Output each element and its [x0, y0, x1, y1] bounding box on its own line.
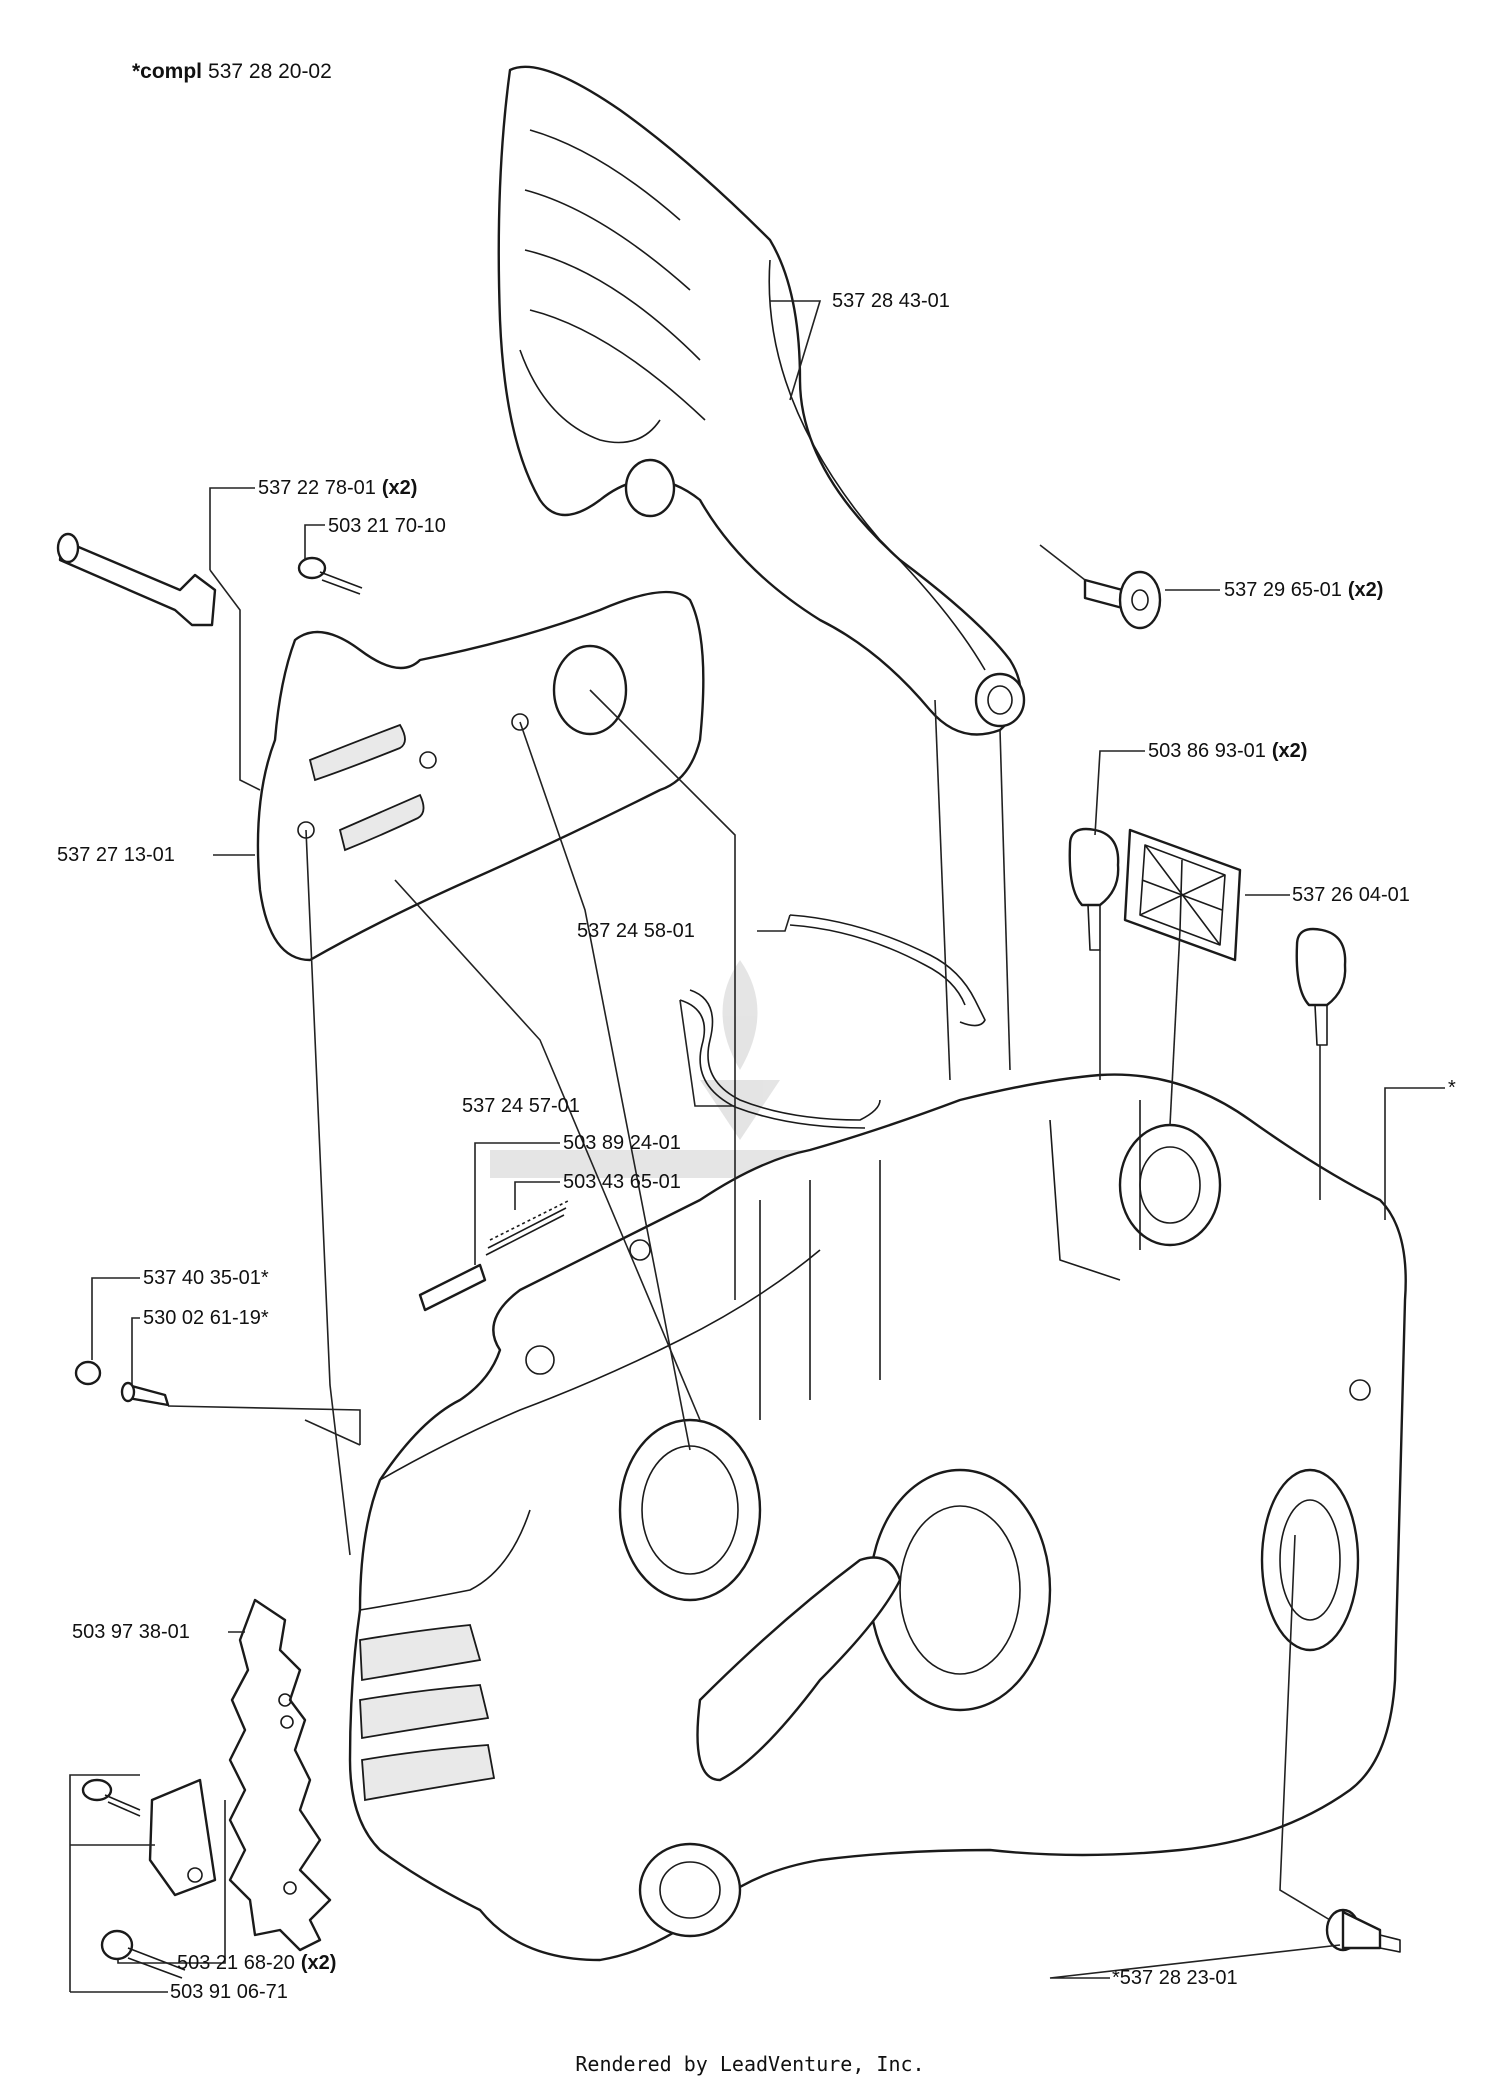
guard-part — [497, 65, 1026, 736]
stud-part — [1325, 1908, 1401, 1953]
filter-part — [1123, 828, 1242, 962]
part-label-damper: 503 86 93-01(x2) — [1148, 740, 1307, 762]
part-number: 537 28 43-01 — [832, 290, 950, 312]
part-number: 530 02 61-19* — [143, 1307, 269, 1329]
part-label-gasket-1: 537 24 58-01 — [577, 920, 695, 942]
part-number: * — [1448, 1077, 1456, 1099]
nut-needle-parts — [74, 1360, 170, 1407]
bar-bolt-part — [56, 532, 217, 627]
part-number: 503 91 06-71 — [170, 1981, 288, 2003]
part-label-needle: 530 02 61-19* — [143, 1307, 269, 1329]
part-label-screw-1: 503 21 70-10 — [328, 515, 446, 537]
part-number: 503 89 24-01 — [563, 1132, 681, 1154]
part-qty: (x2) — [300, 1952, 337, 1974]
part-number: 537 27 13-01 — [57, 844, 175, 866]
part-number: 537 26 04-01 — [1292, 884, 1410, 906]
part-label-nut: 537 40 35-01* — [143, 1267, 269, 1289]
bar-plate-part — [256, 590, 705, 962]
part-number: 503 97 38-01 — [72, 1621, 190, 1643]
pawl-spring-parts — [418, 1199, 571, 1312]
part-label-screw-2: 503 21 68-20(x2) — [177, 1952, 336, 1974]
assembly-number: 537 28 20-02 — [208, 60, 332, 83]
catcher-part — [148, 1778, 217, 1897]
part-number: 503 86 93-01 — [1148, 740, 1266, 762]
screw-1-part — [297, 556, 363, 595]
part-number: 537 24 57-01 — [462, 1095, 580, 1117]
part-number: 537 29 65-01 — [1224, 579, 1342, 601]
part-number: 503 43 65-01 — [563, 1171, 681, 1193]
part-qty: (x2) — [1271, 740, 1308, 762]
part-qty: (x2) — [1347, 579, 1384, 601]
part-label-filter: 537 26 04-01 — [1292, 884, 1410, 906]
spike-part — [228, 1598, 332, 1952]
part-qty: (x2) — [381, 477, 418, 499]
assembly-prefix: *compl — [132, 60, 203, 83]
part-label-catcher: 503 91 06-71 — [170, 1981, 288, 2003]
part-label-spike: 503 97 38-01 — [72, 1621, 190, 1643]
part-number: 537 40 35-01* — [143, 1267, 269, 1289]
part-label-stud: *537 28 23-01 — [1112, 1967, 1238, 1989]
screw-2-parts — [81, 1778, 186, 1979]
part-label-spring: 503 43 65-01 — [563, 1171, 681, 1193]
part-number: 537 24 58-01 — [577, 920, 695, 942]
part-label-bar-bolt: 537 22 78-01(x2) — [258, 477, 417, 499]
part-label-gasket-2: 537 24 57-01 — [462, 1095, 580, 1117]
part-label-pawl: 503 89 24-01 — [563, 1132, 681, 1154]
part-number: 503 21 68-20 — [177, 1952, 295, 1974]
part-label-crankcase: * — [1448, 1077, 1456, 1099]
part-number: 503 21 70-10 — [328, 515, 446, 537]
part-label-guard: 537 28 43-01 — [832, 290, 950, 312]
handle-bolt-part — [1083, 570, 1162, 630]
part-label-handle-bolt: 537 29 65-01(x2) — [1224, 579, 1383, 601]
part-number: *537 28 23-01 — [1112, 1967, 1238, 1989]
footer-credit: Rendered by LeadVenture, Inc. — [575, 2052, 925, 2076]
part-label-bar-plate: 537 27 13-01 — [57, 844, 175, 866]
damper-part — [1068, 827, 1347, 1046]
crankcase-part — [348, 1073, 1407, 1962]
part-number: 537 22 78-01 — [258, 477, 376, 499]
leader-lines — [69, 300, 1445, 1993]
